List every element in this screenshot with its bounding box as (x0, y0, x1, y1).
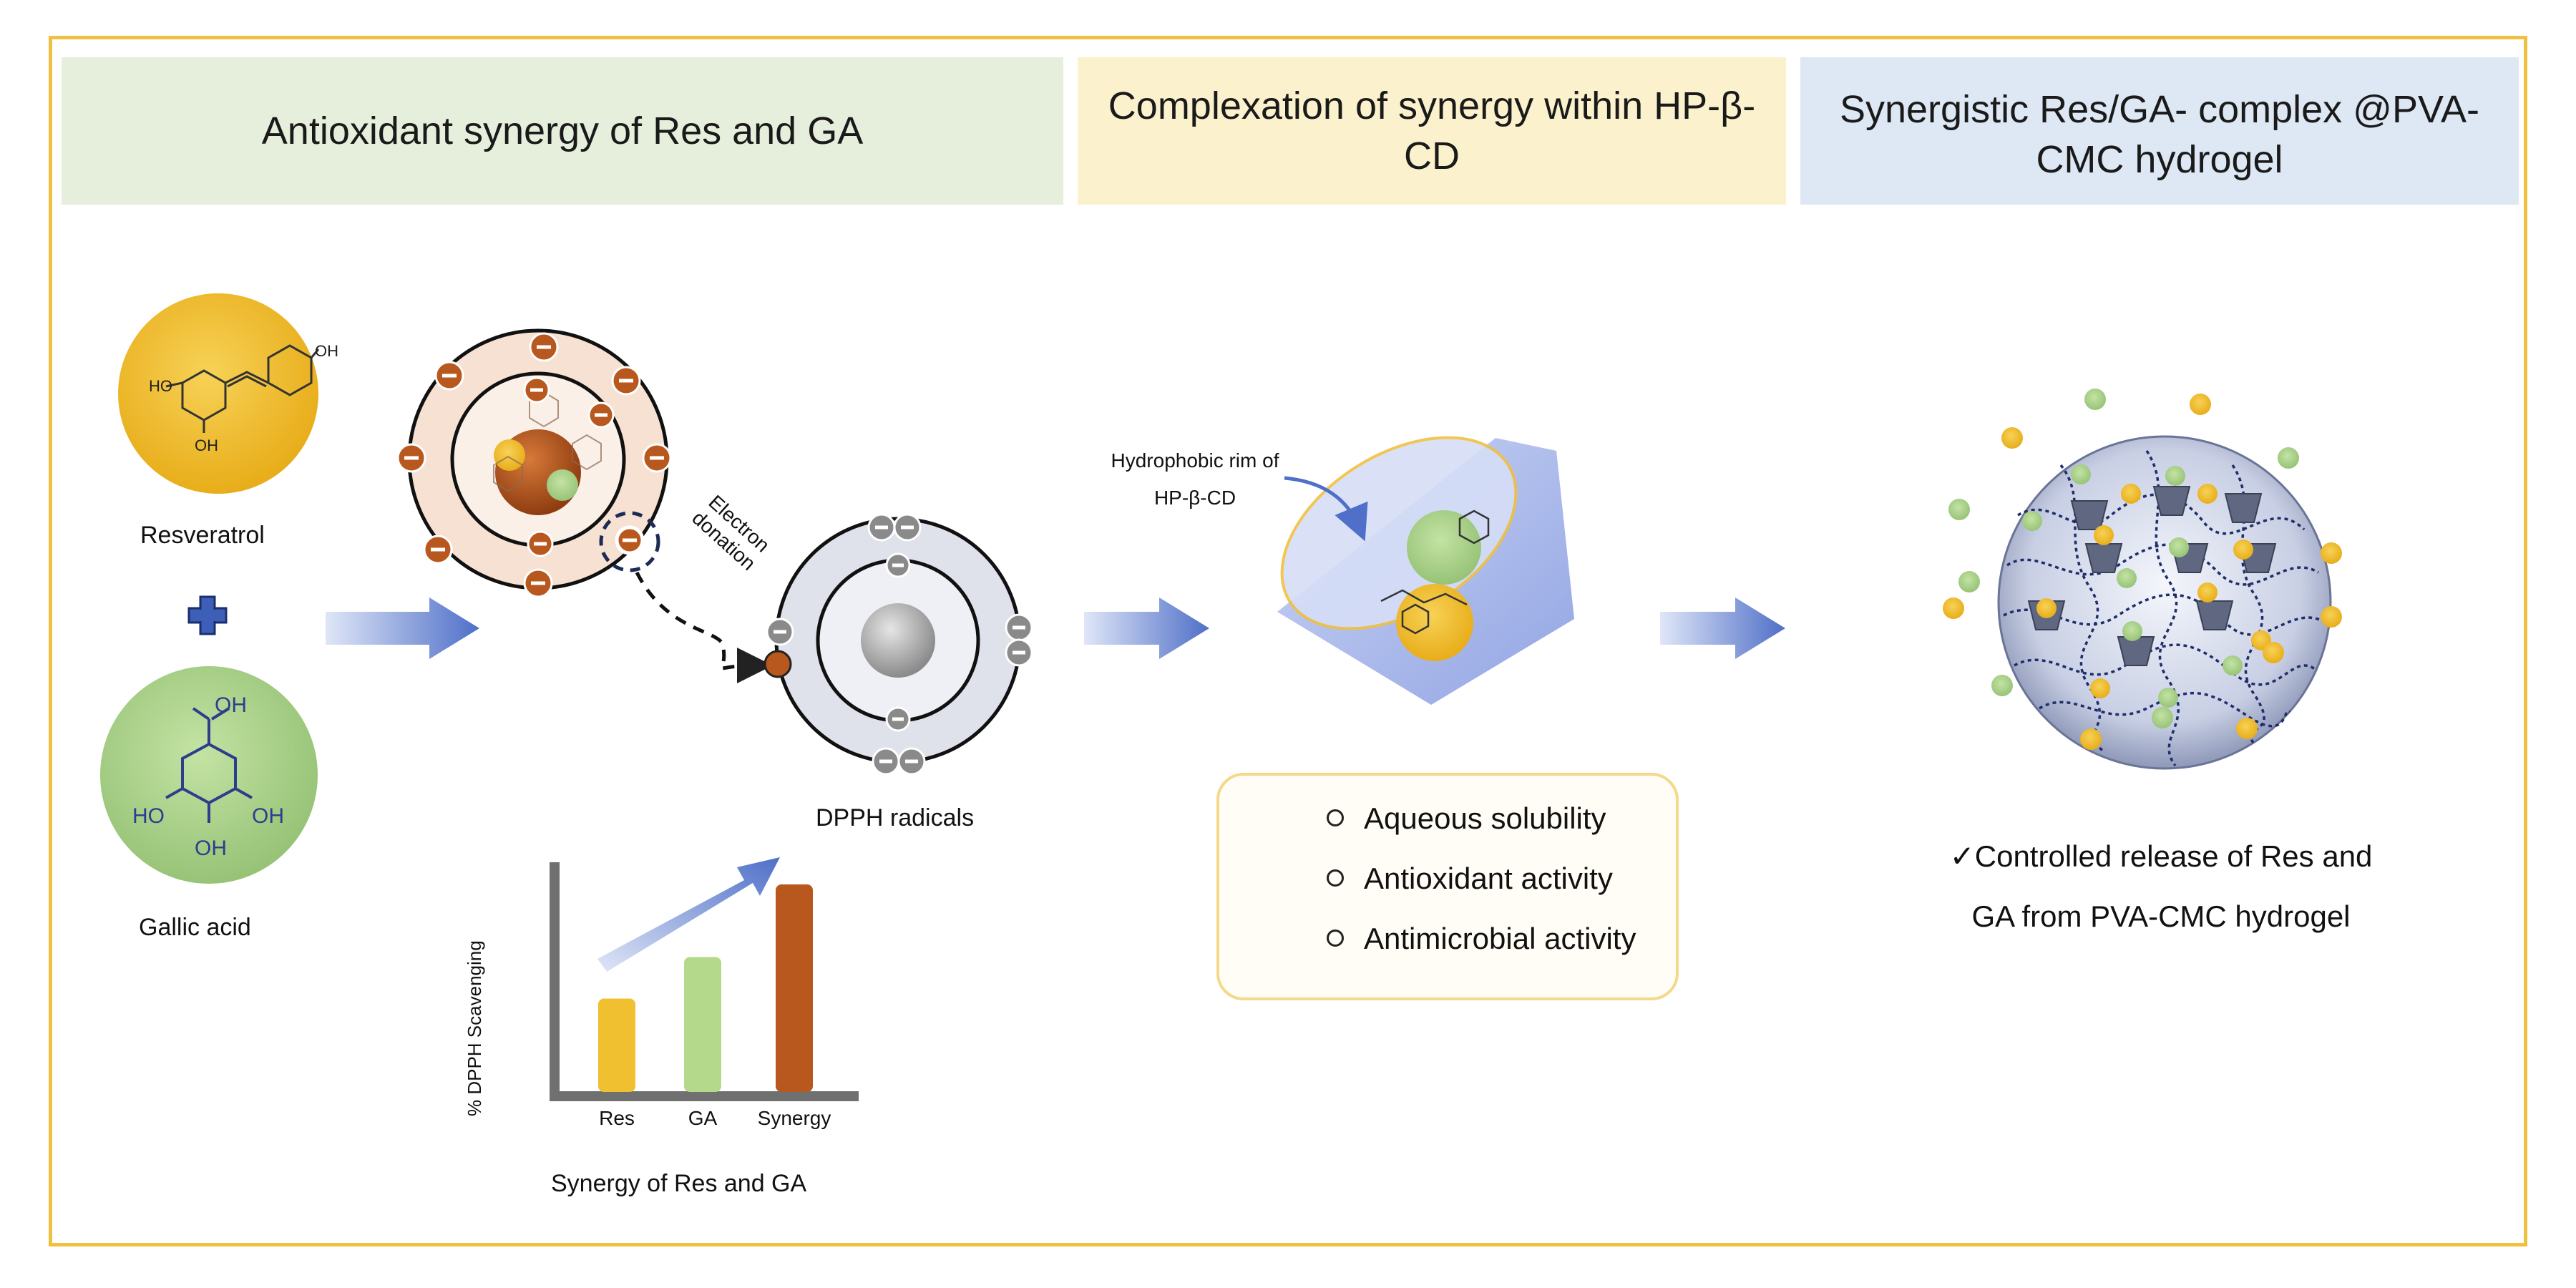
benefit-item: Aqueous solubility (1327, 801, 1606, 836)
benefits-box: Aqueous solubility Antioxidant activity … (1216, 773, 1679, 1000)
circle-bullet-icon (1327, 809, 1344, 826)
rim-pointer-arrow (1284, 476, 1368, 542)
arrow-right-2 (1084, 597, 1209, 659)
header-hydrogel: Synergistic Res/GA- complex @PVA-CMC hyd… (1800, 57, 2519, 205)
outer-border (49, 36, 2527, 1246)
benefit-item: Antioxidant activity (1327, 862, 1613, 896)
tick-label-ga: GA (688, 1107, 718, 1129)
gallic-acid-guest (1407, 510, 1481, 585)
arrow-right-3 (1660, 597, 1785, 659)
synergy-atom (407, 328, 669, 590)
increase-arrow (597, 857, 780, 972)
donated-electron (763, 650, 792, 678)
res-ho-label: HO (149, 377, 172, 395)
tick-label-res: Res (599, 1107, 635, 1129)
synergy-electrons (396, 332, 672, 598)
resveratrol-label: Resveratrol (140, 522, 265, 549)
circle-bullet-icon (1327, 929, 1344, 947)
gallic-acid-label: Gallic acid (139, 914, 251, 941)
dpph-bar-chart: Res GA Synergy % DPPH Scavenging (464, 857, 859, 1129)
res-oh-label-bottom: OH (195, 436, 218, 454)
benefit-item: Antimicrobial activity (1327, 922, 1636, 956)
chart-y-axis-label: % DPPH Scavenging (464, 940, 485, 1116)
plus-icon (187, 595, 228, 635)
bar-synergy (776, 884, 813, 1092)
header-complexation: Complexation of synergy within HP-β-CD (1078, 57, 1786, 205)
resveratrol-molecule: HO OH OH (118, 293, 338, 494)
ga-oh-top: OH (215, 693, 247, 717)
benefit-label: Antimicrobial activity (1364, 922, 1636, 955)
ga-oh-bottom: OH (195, 836, 227, 860)
controlled-release-text: ✓Controlled release of Res and GA from P… (1949, 839, 2373, 933)
dpph-radicals-label: DPPH radicals (816, 804, 975, 831)
donor-electron-highlight (599, 511, 660, 572)
resveratrol-guest (1396, 584, 1473, 661)
free-particles (1943, 389, 2342, 750)
circle-bullet-icon (1327, 869, 1344, 887)
hp-beta-cd-cone (1277, 436, 1574, 705)
bar-res (598, 998, 635, 1092)
benefit-label: Antioxidant activity (1364, 862, 1613, 895)
header-antioxidant-synergy: Antioxidant synergy of Res and GA (62, 57, 1063, 205)
benefit-label: Aqueous solubility (1364, 801, 1606, 835)
dpph-electrons (766, 513, 1033, 776)
electron-donation-arrow (635, 571, 773, 684)
hydrogel-sphere (1997, 435, 2332, 770)
ga-ho-left: HO (132, 804, 165, 828)
hydrophobic-rim-label: Hydrophobic rim of HP-β-CD (1111, 449, 1279, 509)
ga-oh-right: OH (252, 804, 284, 828)
res-oh-label-right: OH (315, 342, 338, 360)
bar-ga (684, 957, 721, 1092)
tick-label-synergy: Synergy (758, 1107, 831, 1129)
synergy-caption: Synergy of Res and GA (551, 1170, 807, 1197)
gallic-acid-molecule: OH HO OH OH (100, 666, 318, 884)
arrow-right-1 (326, 597, 479, 659)
dpph-atom (763, 517, 1022, 764)
